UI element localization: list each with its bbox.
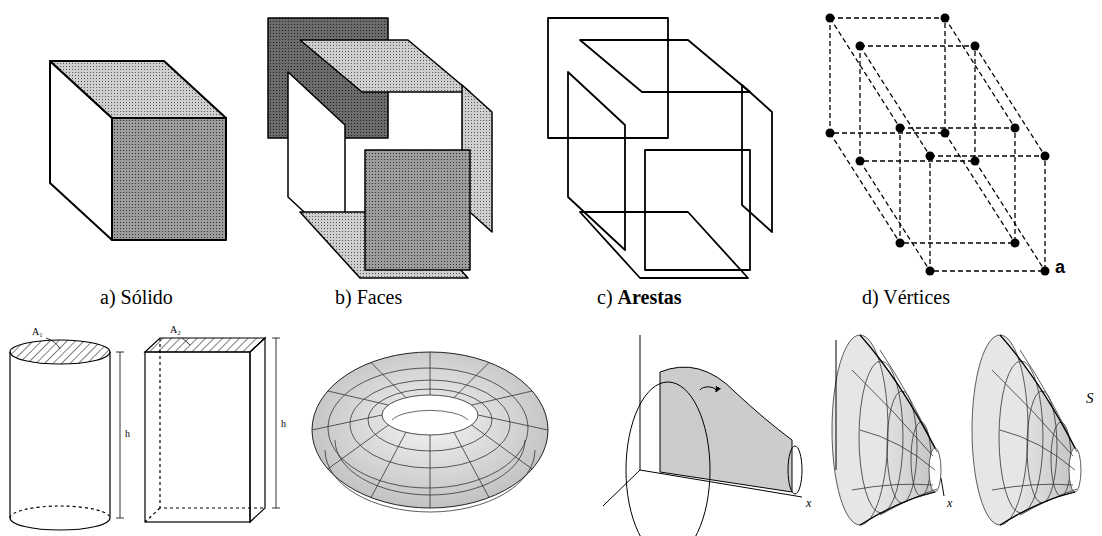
caption: b) Faces	[335, 286, 402, 308]
caption: a) Sólido	[100, 286, 173, 308]
caption: c)	[597, 286, 613, 308]
vertex-label: a	[1055, 258, 1065, 278]
height-label: h	[281, 418, 286, 429]
surface-label: S	[1086, 390, 1094, 407]
area-label: A₁	[32, 326, 43, 337]
height-label: h	[125, 428, 130, 439]
axis-label: x	[806, 497, 811, 510]
caption: Arestas	[618, 286, 682, 308]
axis-label: x	[947, 497, 952, 510]
area-label: A₂	[170, 324, 181, 335]
caption: d) Vértices	[862, 286, 950, 308]
